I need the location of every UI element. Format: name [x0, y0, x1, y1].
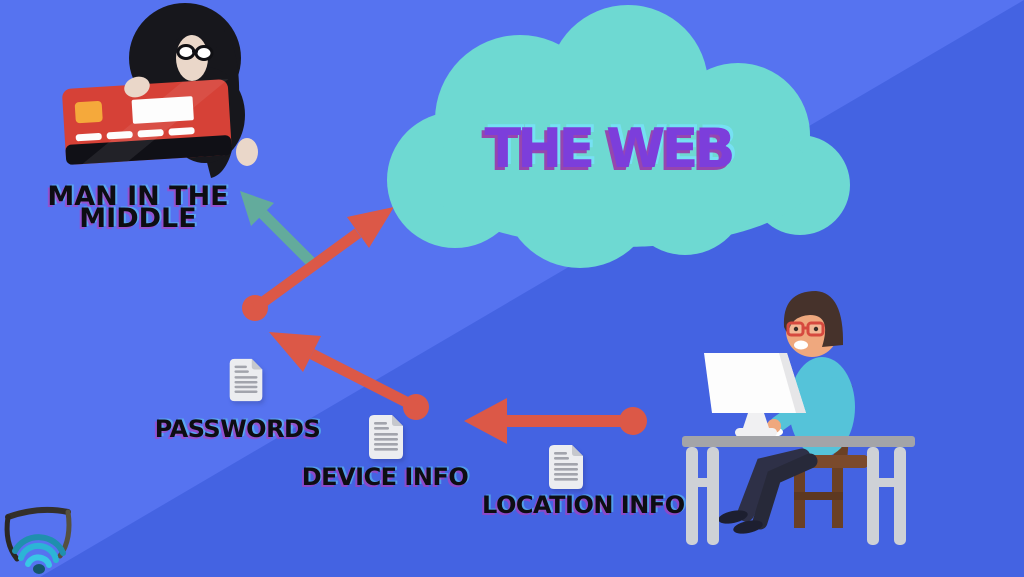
monitor-icon — [704, 353, 806, 437]
victim-smile — [794, 340, 808, 350]
desk — [682, 436, 915, 545]
card-number-dashes — [75, 127, 195, 142]
person-at-computer-desk — [682, 291, 915, 545]
passwords-label: PASSWORDS — [154, 415, 321, 443]
victim-person — [763, 291, 855, 457]
shoe — [733, 520, 763, 534]
credit-card-icon — [62, 78, 232, 165]
red-arrow-device-to-relay — [269, 332, 429, 420]
teal-intercept-arrow — [240, 191, 318, 269]
card-chip — [74, 100, 103, 124]
document-icon-location-info — [549, 445, 583, 489]
device-info-label: DEVICE INFO — [301, 463, 469, 491]
attacker-label-line1: MAN IN THE — [47, 181, 229, 212]
attacker-label-line2: MIDDLE — [79, 203, 197, 234]
location-info-label: LOCATION INFO — [482, 491, 685, 519]
hacker-hand-bottom — [236, 138, 258, 166]
shield-wifi-logo — [4, 506, 72, 574]
red-arrow-to-cloud — [242, 207, 394, 321]
document-icon-passwords — [229, 358, 263, 402]
sunglasses-icon — [176, 44, 214, 61]
victim-legs — [718, 448, 818, 534]
victim-hair — [783, 291, 844, 347]
attacker-label: MAN IN THE MIDDLE — [28, 181, 248, 234]
glasses-icon — [786, 321, 825, 337]
web-cloud — [387, 5, 850, 268]
cloud-title: THE WEB — [484, 117, 735, 180]
red-arrow-victim-to-device — [464, 398, 647, 444]
document-icon-device-info — [369, 415, 403, 459]
shoe — [718, 510, 748, 524]
hacker-hand-top — [124, 76, 150, 98]
hacker-with-credit-card — [62, 3, 258, 178]
